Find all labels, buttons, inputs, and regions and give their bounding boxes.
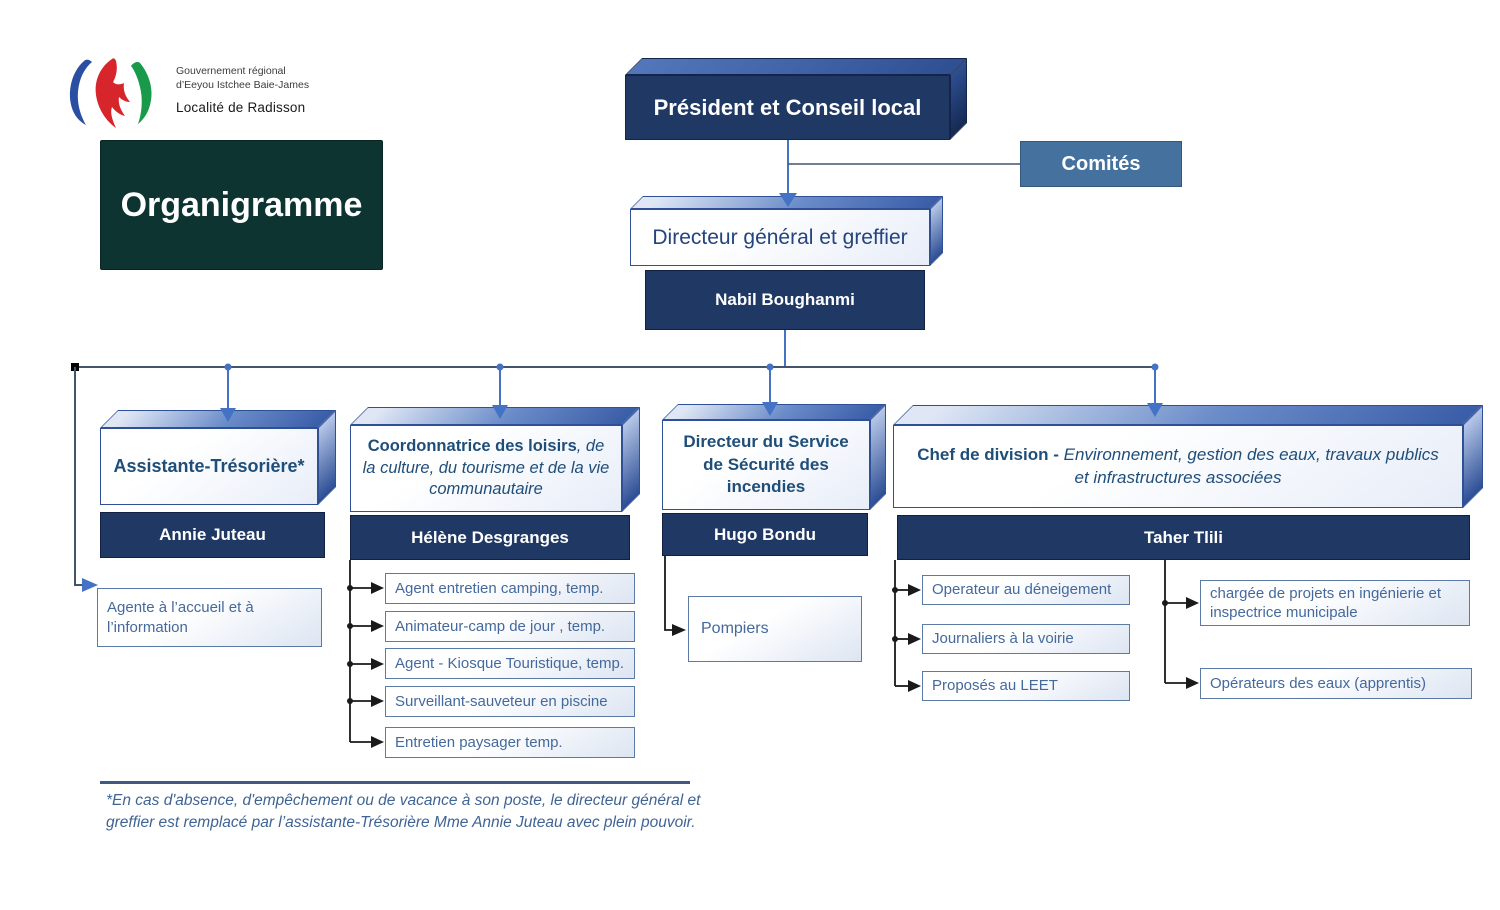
president-label: Président et Conseil local [625,75,950,140]
footnote-text: *En cas d'absence, d'empêchement ou de v… [106,792,701,832]
branch-role-label: Assistante-Trésorière* [100,428,318,505]
logo-locality: Localité de Radisson [176,100,306,116]
eeyou-istchee-logo: Gouvernement régional d’Eeyou Istchee Ba… [62,55,392,139]
branch-name-plate: Hugo Bondu [662,513,868,556]
branch-name-plate: Annie Juteau [100,512,325,558]
report-box: Opérateurs des eaux (apprentis) [1200,668,1472,699]
branch-header-tresoriere: Assistante-Trésorière* [100,410,336,505]
branch-name-plate: Taher Tlili [897,515,1470,560]
director-name-plate: Nabil Boughanmi [645,270,925,330]
role-italic: , de la culture, du tourisme et de la vi… [362,436,610,499]
branch-role-label: Coordonnatrice des loisirs, de la cultur… [350,425,622,512]
report-box: Agente à l’accueil et à l’information [97,588,322,647]
page-title: Organigramme [100,140,383,270]
report-box: Operateur au déneigement [922,575,1130,605]
logo-graphic-icon [69,58,152,128]
role-bold: Chef de division - [917,444,1059,464]
report-box: Pompiers [688,596,862,662]
branch-role-label: Chef de division - Environnement, gestio… [893,425,1463,508]
branch-header-loisirs: Coordonnatrice des loisirs, de la cultur… [350,407,640,512]
report-box: Surveillant-sauveteur en piscine [385,686,635,717]
director-role-box: Directeur général et greffier [630,196,943,266]
branch-header-division: Chef de division - Environnement, gestio… [893,405,1483,508]
report-box: Entretien paysager temp. [385,727,635,758]
footnote-divider [100,781,690,784]
role-bold: Coordonnatrice des loisirs [367,436,577,455]
report-box: Animateur-camp de jour , temp. [385,611,635,642]
report-box: Agent - Kiosque Touristique, temp. [385,648,635,679]
logo-org-line2: d’Eeyou Istchee Baie-James [176,78,310,91]
role-italic: Environnement, gestion des eaux, travaux… [1058,444,1439,487]
logo-org-line1: Gouvernement régional [176,65,286,77]
branch-name-plate: Hélène Desgranges [350,515,630,560]
comites-box: Comités [1020,141,1182,187]
report-box: Agent entretien camping, temp. [385,573,635,604]
report-box: chargée de projets en ingénierie et insp… [1200,580,1470,626]
report-box: Proposés au LEET [922,671,1130,701]
director-role-label: Directeur général et greffier [630,209,930,266]
branch-header-incendies: Directeur du Service de Sécurité des inc… [662,404,886,510]
report-box: Journaliers à la voirie [922,624,1130,654]
branch-role-label: Directeur du Service de Sécurité des inc… [662,420,870,510]
president-box: Président et Conseil local [625,58,967,140]
